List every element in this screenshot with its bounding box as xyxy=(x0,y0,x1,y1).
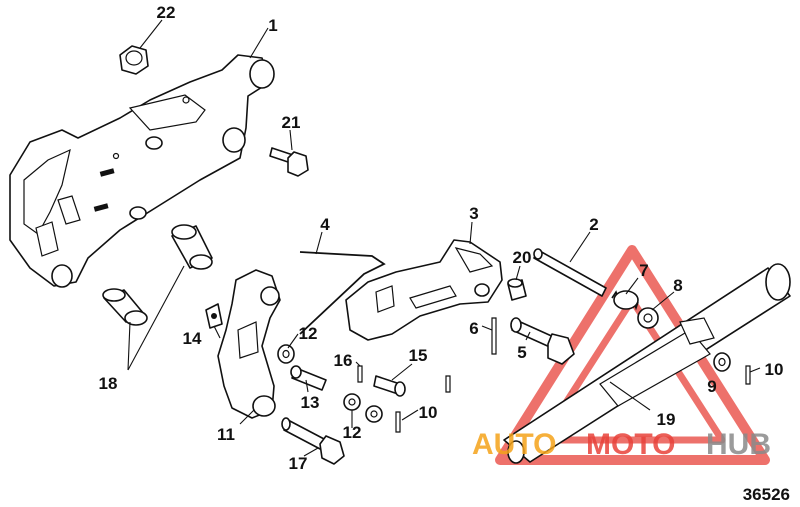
part-rod-2 xyxy=(533,248,607,297)
callout-22: 22 xyxy=(157,3,176,22)
part-pin-13 xyxy=(290,365,327,391)
callout-13: 13 xyxy=(301,393,320,412)
callout-15: 15 xyxy=(409,346,428,365)
watermark-logo: AUTO MOTO HUB xyxy=(472,428,771,461)
part-bushing-20 xyxy=(507,278,527,301)
part-nut-22 xyxy=(119,45,149,75)
callout-12a: 12 xyxy=(299,324,318,343)
part-clip-14 xyxy=(205,303,223,329)
callout-17: 17 xyxy=(289,454,308,473)
watermark-part3: HUB xyxy=(706,428,771,461)
part-spacer-18a xyxy=(171,224,213,270)
callout-11: 11 xyxy=(217,425,235,444)
callout-18: 18 xyxy=(99,374,118,393)
part-washer-8 xyxy=(637,307,659,329)
part-tilt-lock-bracket-3 xyxy=(345,239,503,341)
part-spacer-18b xyxy=(102,288,148,326)
part-bolt-17 xyxy=(281,417,345,465)
callout-1: 1 xyxy=(268,16,277,35)
part-lever-arm-11 xyxy=(217,269,281,419)
callout-16: 16 xyxy=(334,351,353,370)
callout-8: 8 xyxy=(673,276,682,295)
part-wire-spring-4 xyxy=(299,251,386,335)
callout-10a: 10 xyxy=(419,403,438,422)
part-tilt-tube-19 xyxy=(503,263,791,464)
callout-10b: 10 xyxy=(765,360,784,379)
callout-9: 9 xyxy=(707,377,716,396)
part-cotter-pin-10b xyxy=(745,365,751,385)
watermark-part2: MOTO xyxy=(586,428,675,461)
callout-12b: 12 xyxy=(343,423,362,442)
callout-7: 7 xyxy=(639,261,648,280)
part-pin-16 xyxy=(357,365,363,383)
callout-leader-lines xyxy=(127,19,761,457)
callout-6: 6 xyxy=(469,319,478,338)
part-bolt-5 xyxy=(510,317,575,365)
callout-4: 4 xyxy=(320,215,330,234)
part-cotter-pin-10a xyxy=(395,375,451,433)
callout-20: 20 xyxy=(513,248,532,267)
part-pin-15 xyxy=(373,375,406,397)
callout-19: 19 xyxy=(657,410,676,429)
watermark-part1: AUTO xyxy=(472,428,556,461)
callout-labels: 1 2 3 4 5 6 7 8 9 10 10 11 12 12 13 14 1… xyxy=(99,3,784,473)
callout-2: 2 xyxy=(589,215,598,234)
callout-14: 14 xyxy=(183,329,202,348)
figure-number: 36526 xyxy=(743,485,790,504)
callout-5: 5 xyxy=(517,343,526,362)
part-washer-9 xyxy=(713,352,731,372)
part-washer-12a xyxy=(277,344,295,364)
part-pin-6 xyxy=(491,317,497,355)
part-washer-12b xyxy=(343,393,383,423)
part-bracket-plate xyxy=(9,54,275,288)
part-spring-7 xyxy=(611,290,639,311)
callout-3: 3 xyxy=(469,204,478,223)
callout-21: 21 xyxy=(282,113,301,132)
part-bolt-21 xyxy=(269,147,309,177)
